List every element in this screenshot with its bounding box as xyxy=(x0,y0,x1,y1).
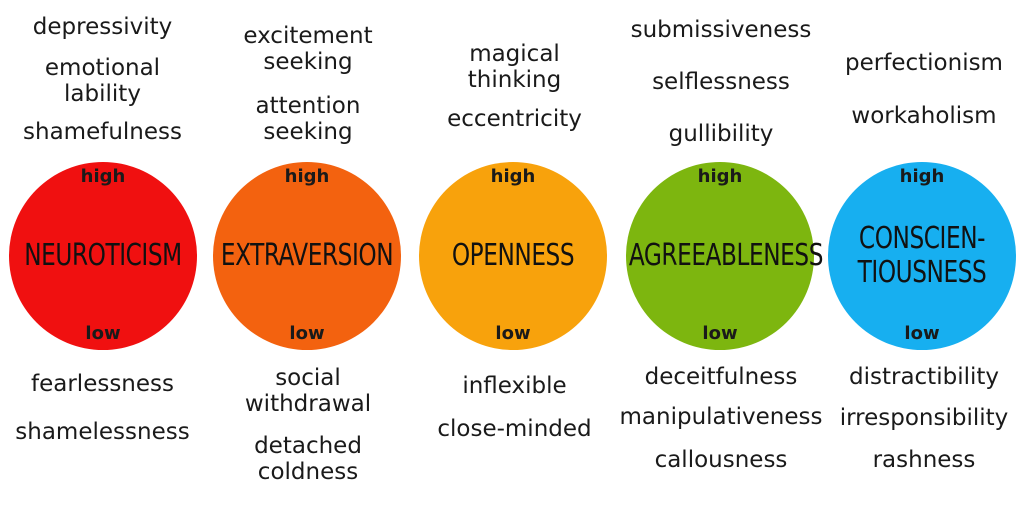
term-excitement: excitement xyxy=(243,23,373,49)
term-shamelessness: shamelessness xyxy=(15,419,190,445)
high-label: high xyxy=(284,166,330,187)
trait-agreeableness: submissiveness selflessness gullibility … xyxy=(618,0,824,512)
low-terms: inflexible close-minded xyxy=(411,356,618,512)
term-lability: lability xyxy=(64,81,141,107)
low-label: low xyxy=(289,323,325,344)
term-inflexible: inflexible xyxy=(462,373,567,399)
term-manipulativeness: manipulativeness xyxy=(619,404,823,430)
trait-name: AGREEABLENESS xyxy=(628,238,824,273)
term-selflessness: selflessness xyxy=(652,69,790,95)
term-seeking: seeking xyxy=(263,49,353,75)
low-label: low xyxy=(702,323,738,344)
trait-name: OPENNESS xyxy=(451,238,575,273)
trait-extraversion: excitement seeking attention seeking hig… xyxy=(205,0,411,512)
term-fearlessness: fearlessness xyxy=(31,371,174,397)
term-callousness: callousness xyxy=(654,447,788,473)
term-submissiveness: submissiveness xyxy=(630,17,812,43)
term-workaholism: workaholism xyxy=(851,103,997,129)
high-terms: perfectionism workaholism xyxy=(824,0,1024,160)
low-terms: social withdrawal detached coldness xyxy=(205,356,411,512)
high-label: high xyxy=(80,166,126,187)
high-terms: magical thinking eccentricity xyxy=(411,0,618,160)
low-label: low xyxy=(495,323,531,344)
term-shamefulness: shamefulness xyxy=(23,119,182,145)
conscientiousness-circle: high CONSCIEN- TIOUSNESS low xyxy=(828,162,1016,350)
term-coldness: coldness xyxy=(257,459,359,485)
low-terms: distractibility irresponsibility rashnes… xyxy=(824,356,1024,512)
term-gullibility: gullibility xyxy=(668,121,774,147)
trait-conscientiousness: perfectionism workaholism high CONSCIEN-… xyxy=(824,0,1024,512)
low-label: low xyxy=(85,323,121,344)
extraversion-circle: high EXTRAVERSION low xyxy=(213,162,401,350)
trait-name: NEUROTICISM xyxy=(24,238,182,273)
term-seeking-2: seeking xyxy=(263,119,353,145)
high-terms: submissiveness selflessness gullibility xyxy=(618,0,824,160)
term-perfectionism: perfectionism xyxy=(845,50,1003,76)
agreeableness-circle: high AGREEABLENESS low xyxy=(626,162,824,350)
term-deceitfulness: deceitfulness xyxy=(644,364,798,390)
term-emotional: emotional xyxy=(44,55,161,81)
high-label: high xyxy=(490,166,536,187)
high-terms: depressivity emotional lability shameful… xyxy=(0,0,205,160)
term-magical: magical xyxy=(469,41,560,67)
high-terms: excitement seeking attention seeking xyxy=(205,0,411,160)
term-irresponsibility: irresponsibility xyxy=(839,405,1009,431)
term-depressivity: depressivity xyxy=(32,14,173,40)
term-close-minded: close-minded xyxy=(437,416,592,442)
neuroticism-circle: high NEUROTICISM low xyxy=(9,162,197,350)
high-label: high xyxy=(899,166,945,187)
term-eccentricity: eccentricity xyxy=(447,106,582,132)
trait-openness: magical thinking eccentricity high OPENN… xyxy=(411,0,618,512)
high-label: high xyxy=(697,166,743,187)
openness-circle: high OPENNESS low xyxy=(419,162,607,350)
trait-name: EXTRAVERSION xyxy=(220,238,394,273)
trait-neuroticism: depressivity emotional lability shameful… xyxy=(0,0,205,512)
term-thinking: thinking xyxy=(467,67,562,93)
trait-name: CONSCIEN- TIOUSNESS xyxy=(857,221,987,290)
low-terms: fearlessness shamelessness xyxy=(0,356,205,512)
low-terms: deceitfulness manipulativeness callousne… xyxy=(618,356,824,512)
low-label: low xyxy=(904,323,940,344)
term-withdrawal: withdrawal xyxy=(244,391,372,417)
term-detached: detached xyxy=(254,433,362,459)
term-distractibility: distractibility xyxy=(849,364,999,390)
term-attention: attention xyxy=(255,93,361,119)
term-social: social xyxy=(275,365,341,391)
term-rashness: rashness xyxy=(872,447,976,473)
